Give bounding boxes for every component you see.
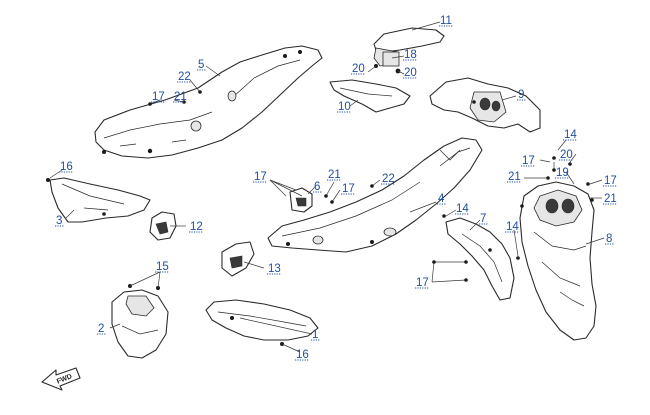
callout-1: 1 (312, 329, 318, 341)
callout-6: 6 (314, 181, 320, 193)
part-4-floor-panel (267, 137, 483, 253)
callout-18: 18 (404, 49, 417, 61)
callout-20: 20 (560, 149, 573, 161)
callout-4: 4 (438, 193, 445, 205)
part-12-bracket (149, 211, 177, 241)
callout-14: 14 (456, 203, 469, 215)
part-5-side-cowl (94, 45, 323, 159)
callout-19: 19 (556, 167, 569, 179)
callout-14: 14 (564, 129, 577, 141)
part-1-lower-side-panel (205, 299, 319, 346)
part-6-clip-bracket (289, 187, 313, 213)
callout-20: 20 (404, 67, 417, 79)
callout-13: 13 (268, 263, 281, 275)
callout-21: 21 (174, 91, 187, 103)
part-3-side-panel (46, 177, 151, 223)
part-13-bracket (221, 241, 255, 277)
callout-21: 21 (328, 169, 341, 181)
callout-16: 16 (296, 349, 309, 361)
part-9-meter-panel (429, 77, 541, 133)
callout-10: 10 (338, 101, 351, 113)
callout-labels: 11 18 20 20 10 9 5 22 17 21 16 3 12 17 6… (55, 15, 617, 361)
callout-21: 21 (604, 193, 617, 205)
callout-9: 9 (518, 89, 524, 101)
callout-17: 17 (522, 155, 535, 167)
leader-lines (49, 21, 605, 353)
callout-7: 7 (480, 213, 486, 225)
callout-21: 21 (508, 171, 521, 183)
callout-17: 17 (604, 175, 617, 187)
callout-22: 22 (382, 173, 395, 185)
forward-direction-arrow: FWD (41, 367, 81, 391)
callout-12: 12 (190, 221, 203, 233)
callout-8: 8 (606, 233, 612, 245)
callout-17: 17 (342, 183, 355, 195)
callout-11: 11 (440, 15, 452, 27)
part-8-front-shield (519, 181, 597, 341)
callout-5: 5 (198, 59, 204, 71)
callout-14: 14 (506, 221, 519, 233)
callout-15: 15 (156, 261, 169, 273)
callout-17: 17 (152, 91, 165, 103)
callout-17: 17 (416, 277, 429, 289)
callout-2: 2 (98, 323, 104, 335)
callout-20: 20 (352, 63, 365, 75)
part-7-inner-panel (445, 217, 515, 301)
callout-22: 22 (178, 71, 191, 83)
callout-17: 17 (254, 171, 267, 183)
callout-3: 3 (56, 215, 62, 227)
part-10-center-cowl (329, 79, 411, 113)
callout-16: 16 (60, 161, 73, 173)
part-11-top-bracket (373, 27, 445, 74)
part-2-lower-cover (111, 284, 169, 359)
